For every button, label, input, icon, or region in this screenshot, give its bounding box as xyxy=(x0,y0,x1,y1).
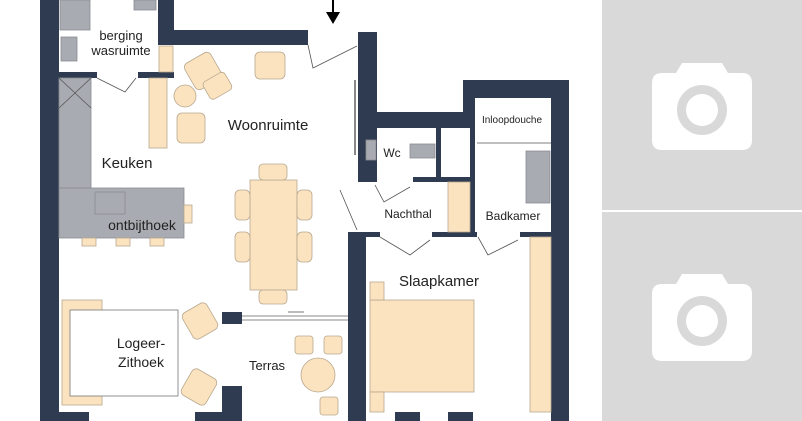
photo-placeholder-1[interactable] xyxy=(602,0,802,210)
room-label-berging: berging xyxy=(99,28,142,43)
room-label-slaapkamer: Slaapkamer xyxy=(399,273,479,290)
terrace-chair xyxy=(294,335,314,355)
room-label-ontbijthoek: ontbijthoek xyxy=(108,217,177,233)
stool xyxy=(115,237,131,247)
toilet xyxy=(365,139,377,161)
stool xyxy=(149,237,165,247)
armchair xyxy=(202,71,233,100)
armchair xyxy=(181,302,219,340)
bath-sink xyxy=(525,150,551,204)
wardrobe xyxy=(148,77,168,149)
room-label-wasruimte: wasruimte xyxy=(90,43,150,58)
terrace-table xyxy=(300,357,336,393)
side-table xyxy=(173,84,197,108)
wardrobe xyxy=(529,236,552,413)
floor-plan: berging wasruimte Woonruimte Keuken ontb… xyxy=(40,0,569,421)
stool xyxy=(183,204,193,224)
cupboard xyxy=(158,45,174,73)
washing-machine xyxy=(59,0,91,31)
room-label-nachthal: Nachthal xyxy=(384,207,431,221)
cupboard xyxy=(447,181,471,233)
room-label-logeer: Logeer- xyxy=(117,335,166,351)
room-label-inloopdouche: Inloopdouche xyxy=(482,115,542,126)
room-label-woonruimte: Woonruimte xyxy=(228,117,309,134)
storage-shelf xyxy=(133,0,157,11)
kitchen-counter xyxy=(58,77,185,239)
walls xyxy=(40,0,569,421)
room-label-wc: Wc xyxy=(383,146,400,160)
terrace-chair xyxy=(323,335,343,355)
camera-icon xyxy=(652,63,752,150)
sink xyxy=(60,36,78,62)
room-label-zithoek: Zithoek xyxy=(118,354,165,370)
photo-placeholder-2[interactable] xyxy=(602,212,802,421)
room-label-badkamer: Badkamer xyxy=(486,209,541,223)
terrace-chair xyxy=(319,396,339,416)
dining-table xyxy=(234,163,313,305)
armchair xyxy=(254,51,286,80)
nightstand xyxy=(369,281,385,301)
wc-sink xyxy=(409,143,436,159)
nightstand xyxy=(369,391,385,413)
armchair xyxy=(180,368,218,406)
camera-icon xyxy=(652,274,752,361)
bed xyxy=(369,299,475,393)
stool xyxy=(81,237,97,247)
room-label-terras: Terras xyxy=(249,358,286,373)
armchair xyxy=(176,112,206,144)
entrance-arrow-icon xyxy=(326,0,340,24)
room-label-keuken: Keuken xyxy=(102,155,153,172)
door-swings xyxy=(96,44,519,321)
